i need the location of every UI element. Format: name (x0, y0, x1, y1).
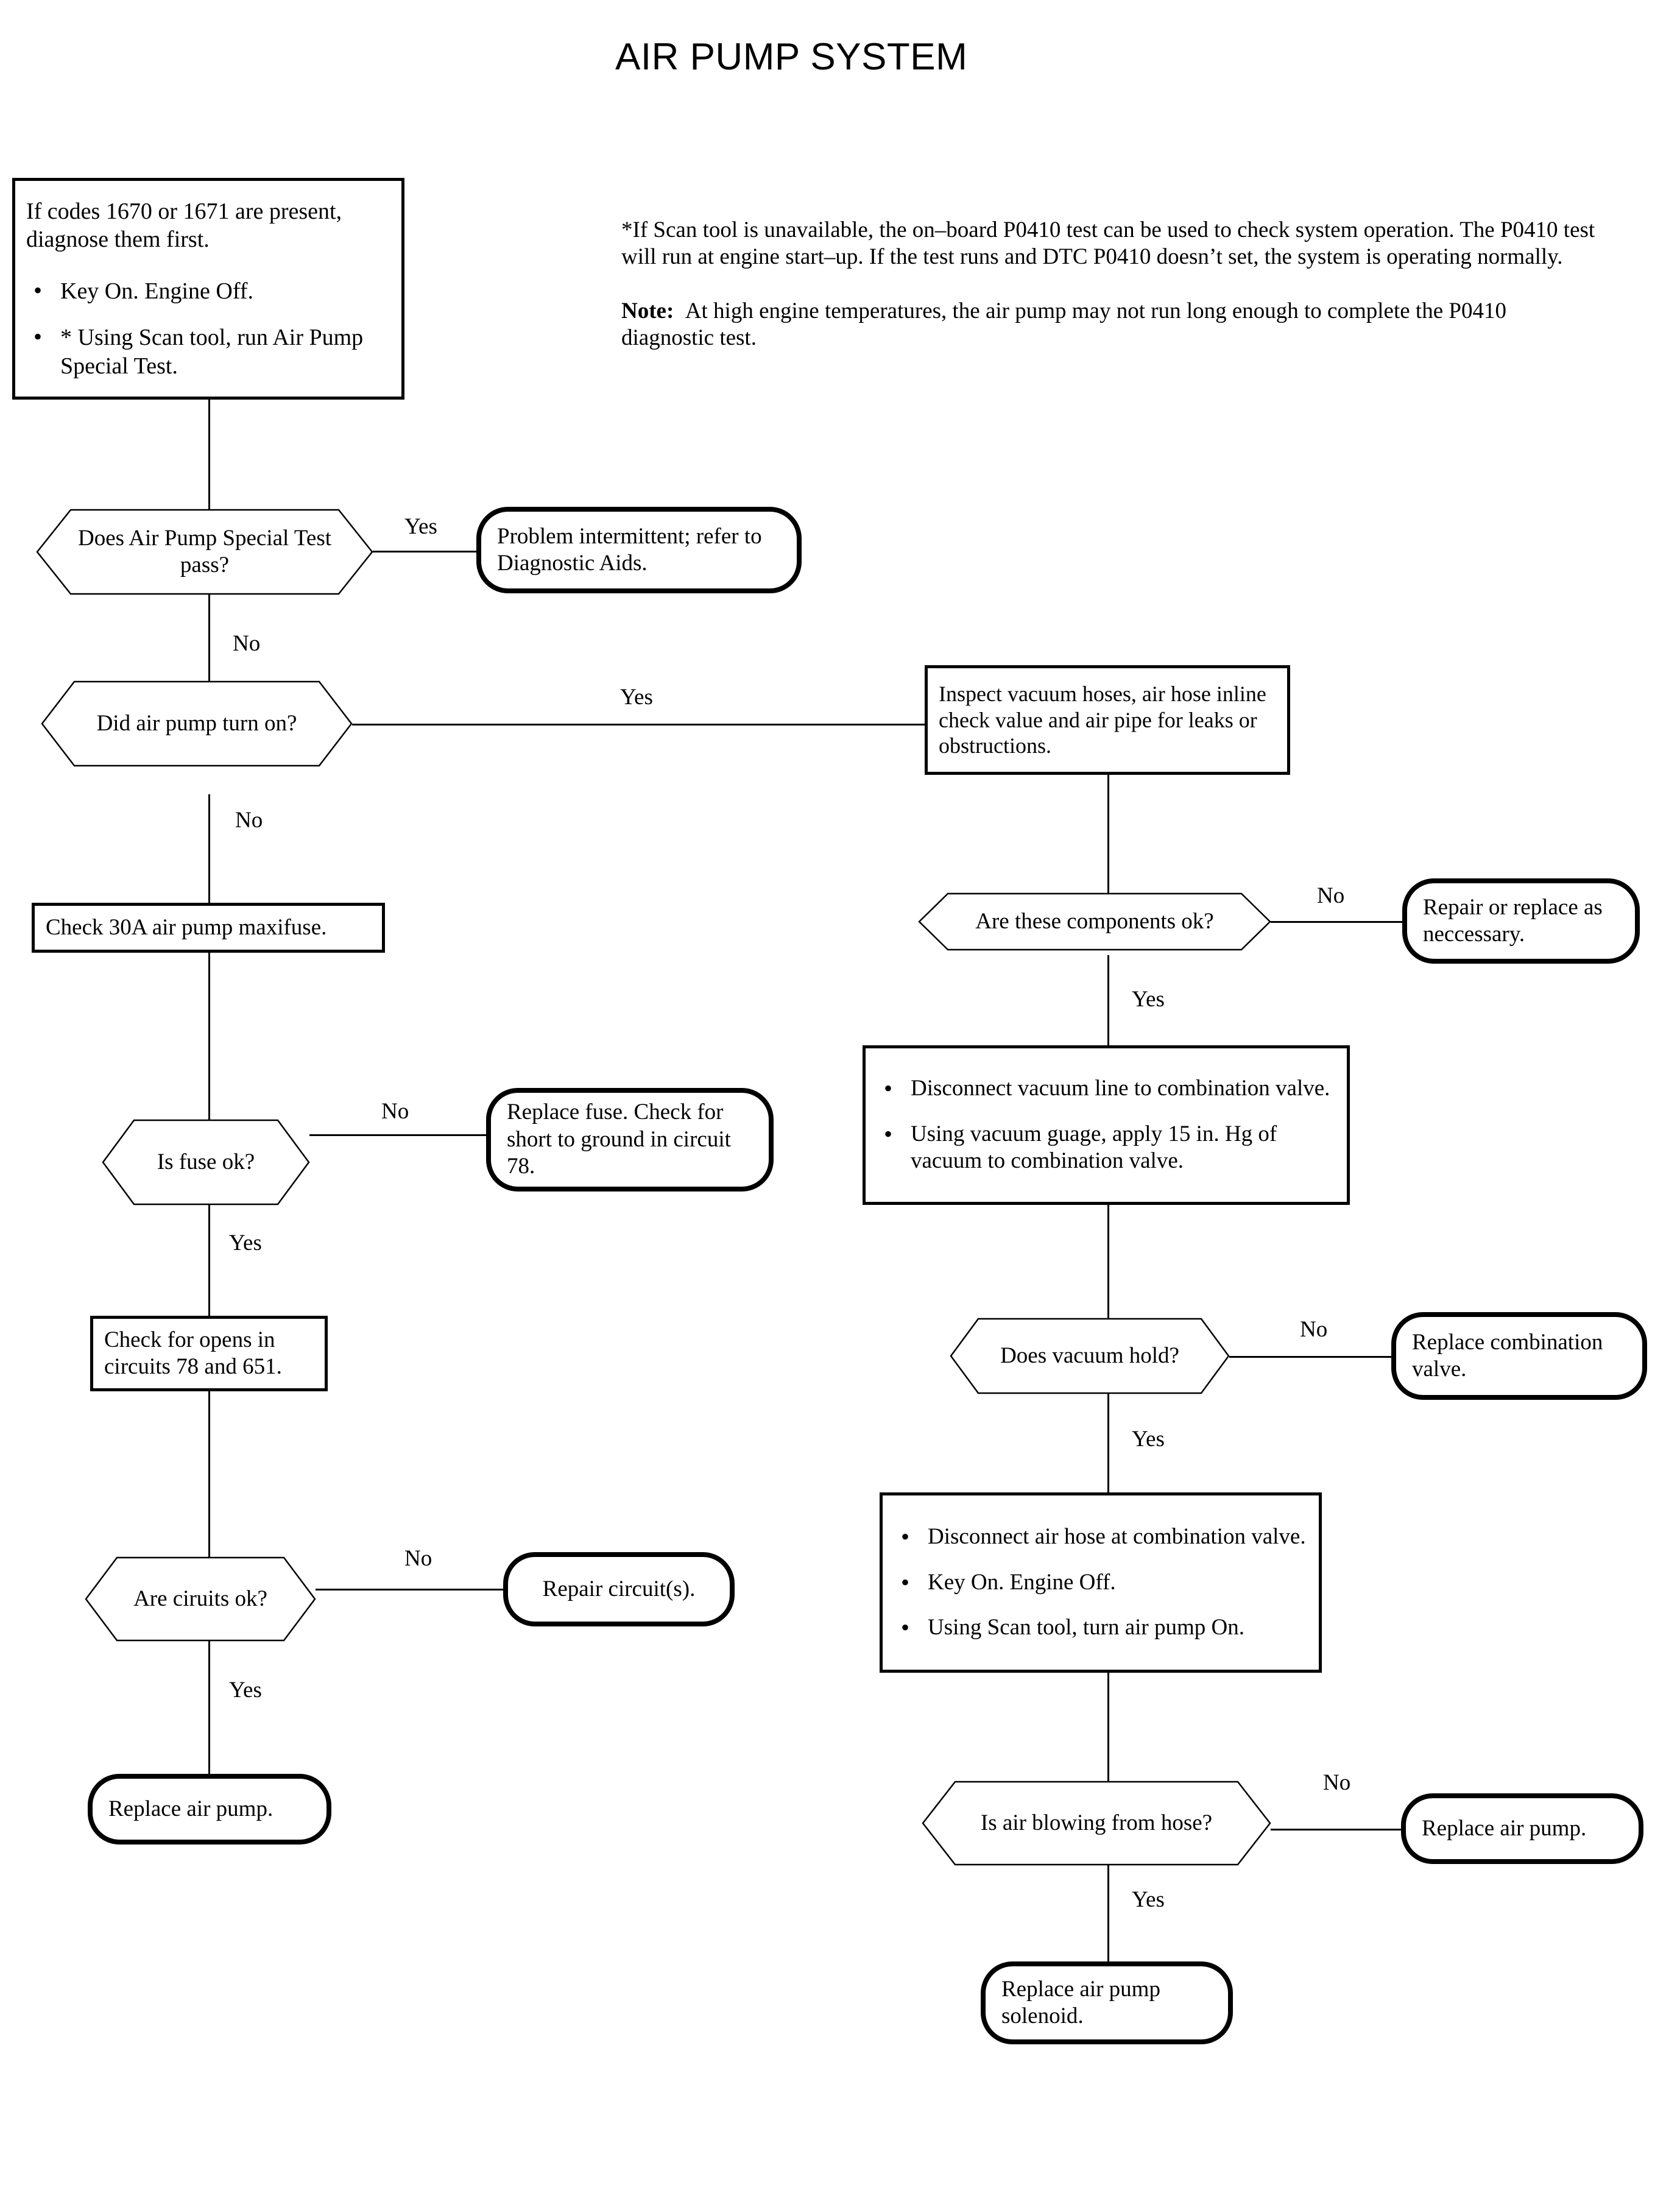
footnote-text: *If Scan tool is unavailable, the on–boa… (621, 217, 1595, 270)
terminal-repair-circuits-label: Repair circuit(s). (542, 1576, 696, 1601)
airhose-step-1: Disconnect air hose at combination valve… (894, 1522, 1308, 1552)
terminal-repair-circuits[interactable]: Repair circuit(s). (503, 1552, 735, 1626)
airhose-step-2: Key On. Engine Off. (894, 1568, 1308, 1597)
connector-special-test-to-pump-on (208, 595, 210, 714)
edge-label-components-yes: Yes (1132, 987, 1165, 1012)
process-airhose-steps: Disconnect air hose at combination valve… (880, 1492, 1322, 1673)
note-label: Note: (621, 298, 674, 323)
decision-vacuum-hold[interactable]: Does vacuum hold? (950, 1318, 1230, 1394)
edge-label-pump-on-no: No (235, 808, 263, 833)
note-block: *If Scan tool is unavailable, the on–boa… (621, 217, 1596, 352)
terminal-replace-air-pump-left-label: Replace air pump. (108, 1796, 274, 1821)
edge-label-pump-on-yes: Yes (620, 685, 653, 710)
connector-fuse-no (309, 1134, 486, 1136)
terminal-repair-or-replace-label: Repair or replace as neccessary. (1423, 894, 1603, 947)
terminal-repair-or-replace[interactable]: Repair or replace as neccessary. (1402, 878, 1640, 964)
vacuum-steps-bullet-list: Disconnect vacuum line to combination va… (877, 1074, 1336, 1175)
decision-fuse-ok[interactable]: Is fuse ok? (102, 1119, 310, 1206)
process-check-opens-label: Check for opens in circuits 78 and 651. (104, 1327, 282, 1379)
edge-label-components-no: No (1317, 883, 1345, 908)
terminal-replace-air-pump-solenoid[interactable]: Replace air pump solenoid. (981, 1961, 1233, 2044)
intro-box-content: If codes 1670 or 1671 are present, diagn… (15, 197, 401, 380)
decision-components-ok[interactable]: Are these components ok? (918, 892, 1271, 951)
connector-check-opens-to-circuits-ok (208, 1391, 210, 1557)
connector-components-ok-to-vacuum-steps (1107, 955, 1109, 1045)
airhose-steps-bullet-list: Disconnect air hose at combination valve… (894, 1522, 1308, 1642)
terminal-replace-fuse[interactable]: Replace fuse. Check for short to ground … (486, 1088, 774, 1191)
terminal-replace-combination-valve-label: Replace combination valve. (1412, 1329, 1603, 1382)
terminal-replace-fuse-label: Replace fuse. Check for short to ground … (507, 1100, 731, 1179)
connector-circuits-no (316, 1589, 503, 1590)
decision-air-blowing[interactable]: Is air blowing from hose? (922, 1781, 1271, 1866)
connector-circuits-ok-to-replace-pump (208, 1641, 210, 1774)
connector-pump-on-to-maxifuse (208, 794, 210, 916)
process-inspect-vacuum-hoses-label: Inspect vacuum hoses, air hose inline ch… (939, 682, 1266, 758)
decision-special-test-pass[interactable]: Does Air Pump Special Test pass? (36, 509, 373, 595)
vacuum-step-1: Disconnect vacuum line to combination va… (877, 1074, 1336, 1103)
process-check-maxifuse: Check 30A air pump maxifuse. (32, 903, 385, 953)
decision-pump-turn-on-label: Did air pump turn on? (96, 710, 297, 736)
edge-label-blowing-yes: Yes (1132, 1887, 1165, 1912)
edge-label-circuits-yes: Yes (229, 1678, 262, 1703)
note-paragraph: Note: At high engine temperatures, the a… (621, 298, 1596, 352)
connector-fuse-ok-to-check-opens (208, 1202, 210, 1316)
connector-vacuum-hold-to-airhose-steps (1107, 1391, 1109, 1492)
connector-air-blowing-no (1269, 1829, 1401, 1830)
connector-special-test-yes (373, 551, 476, 552)
connector-inspect-to-components-ok (1107, 775, 1109, 897)
connector-pump-on-yes (352, 724, 925, 725)
process-check-maxifuse-label: Check 30A air pump maxifuse. (46, 914, 327, 940)
connector-vacuum-steps-to-vacuum-hold (1107, 1205, 1109, 1318)
intro-instruction-box: If codes 1670 or 1671 are present, diagn… (12, 178, 404, 400)
page-title: AIR PUMP SYSTEM (615, 36, 968, 78)
edge-label-special-test-yes: Yes (404, 514, 437, 539)
decision-components-ok-label: Are these components ok? (975, 908, 1214, 934)
connector-intro-to-special-test (208, 400, 210, 509)
decision-air-blowing-label: Is air blowing from hose? (980, 1810, 1213, 1835)
intro-bullet-list: Key On. Engine Off. * Using Scan tool, r… (26, 276, 390, 380)
connector-vacuum-hold-no (1229, 1356, 1391, 1358)
edge-label-special-test-no: No (233, 631, 261, 656)
process-vacuum-steps: Disconnect vacuum line to combination va… (863, 1045, 1350, 1205)
decision-circuits-ok-label: Are ciruits ok? (133, 1586, 267, 1611)
process-inspect-vacuum-hoses: Inspect vacuum hoses, air hose inline ch… (925, 665, 1290, 775)
terminal-problem-intermittent[interactable]: Problem intermittent; refer to Diagnosti… (476, 507, 802, 593)
connector-maxifuse-to-fuse-ok (208, 950, 210, 1120)
process-airhose-steps-content: Disconnect air hose at combination valve… (883, 1522, 1319, 1642)
edge-label-circuits-no: No (404, 1546, 432, 1571)
process-vacuum-steps-content: Disconnect vacuum line to combination va… (866, 1074, 1347, 1175)
edge-label-fuse-no: No (381, 1099, 409, 1124)
note-text: At high engine temperatures, the air pum… (621, 298, 1506, 351)
edge-label-vacuum-yes: Yes (1132, 1427, 1165, 1452)
decision-fuse-ok-label: Is fuse ok? (157, 1149, 255, 1174)
connector-components-no (1271, 921, 1402, 923)
decision-pump-turn-on[interactable]: Did air pump turn on? (41, 680, 353, 767)
terminal-replace-air-pump-solenoid-label: Replace air pump solenoid. (1001, 1976, 1160, 2028)
terminal-replace-air-pump-right-label: Replace air pump. (1422, 1815, 1587, 1841)
decision-vacuum-hold-label: Does vacuum hold? (1000, 1343, 1179, 1368)
terminal-replace-air-pump-left[interactable]: Replace air pump. (88, 1774, 331, 1845)
intro-bullet-1: Key On. Engine Off. (26, 276, 390, 305)
edge-label-fuse-yes: Yes (229, 1230, 262, 1255)
connector-air-blowing-to-solenoid (1107, 1865, 1109, 1961)
decision-circuits-ok[interactable]: Are ciruits ok? (85, 1556, 316, 1642)
intro-heading: If codes 1670 or 1671 are present, diagn… (26, 199, 342, 253)
edge-label-vacuum-no: No (1300, 1317, 1328, 1342)
terminal-problem-intermittent-label: Problem intermittent; refer to Diagnosti… (497, 523, 762, 576)
edge-label-blowing-no: No (1323, 1770, 1351, 1795)
vacuum-step-2: Using vacuum guage, apply 15 in. Hg of v… (877, 1120, 1336, 1175)
connector-airhose-steps-to-air-blowing (1107, 1673, 1109, 1781)
process-check-opens: Check for opens in circuits 78 and 651. (90, 1316, 328, 1391)
intro-bullet-2: * Using Scan tool, run Air Pump Special … (26, 322, 390, 380)
terminal-replace-air-pump-right[interactable]: Replace air pump. (1401, 1793, 1643, 1864)
terminal-replace-combination-valve[interactable]: Replace combination valve. (1391, 1312, 1647, 1400)
airhose-step-3: Using Scan tool, turn air pump On. (894, 1613, 1308, 1642)
decision-special-test-pass-label: Does Air Pump Special Test pass? (77, 525, 332, 577)
